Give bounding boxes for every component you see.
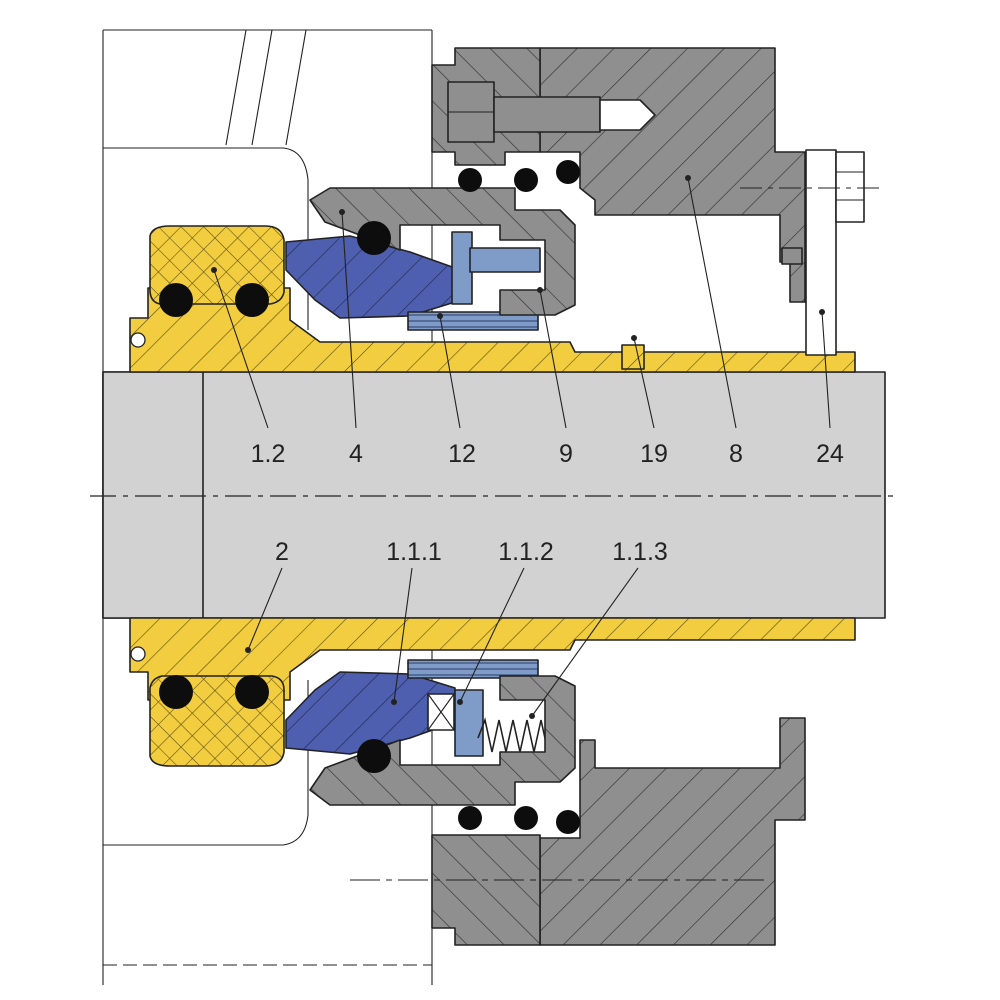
label-24: 24 bbox=[816, 440, 844, 468]
label-2: 2 bbox=[275, 538, 289, 566]
cap-screw bbox=[447, 81, 656, 143]
o-rings bbox=[130, 160, 580, 834]
drive-pin-shank bbox=[469, 247, 541, 273]
label-12: 12 bbox=[448, 440, 476, 468]
label-1-1-2: 1.1.2 bbox=[498, 538, 554, 566]
label-8: 8 bbox=[729, 440, 743, 468]
drive-pin-top bbox=[451, 231, 473, 305]
label-19: 19 bbox=[640, 440, 668, 468]
shaft bbox=[102, 371, 886, 619]
label-1-1-3: 1.1.3 bbox=[612, 538, 668, 566]
callout-labels-bottom: 2 1.1.1 1.1.2 1.1.3 bbox=[275, 538, 668, 566]
set-screw-19 bbox=[621, 344, 645, 370]
label-4: 4 bbox=[349, 440, 363, 468]
callout-labels-top: 1.2 4 12 9 19 8 24 bbox=[251, 440, 844, 468]
label-1-2: 1.2 bbox=[251, 440, 286, 468]
label-9: 9 bbox=[559, 440, 573, 468]
spring-holder-bottom bbox=[407, 659, 539, 679]
leader-lines bbox=[211, 175, 831, 719]
shaft-end-step bbox=[102, 371, 204, 619]
set-plate-24 bbox=[740, 149, 880, 356]
label-1-1-1: 1.1.1 bbox=[386, 538, 442, 566]
spring bbox=[477, 717, 556, 755]
